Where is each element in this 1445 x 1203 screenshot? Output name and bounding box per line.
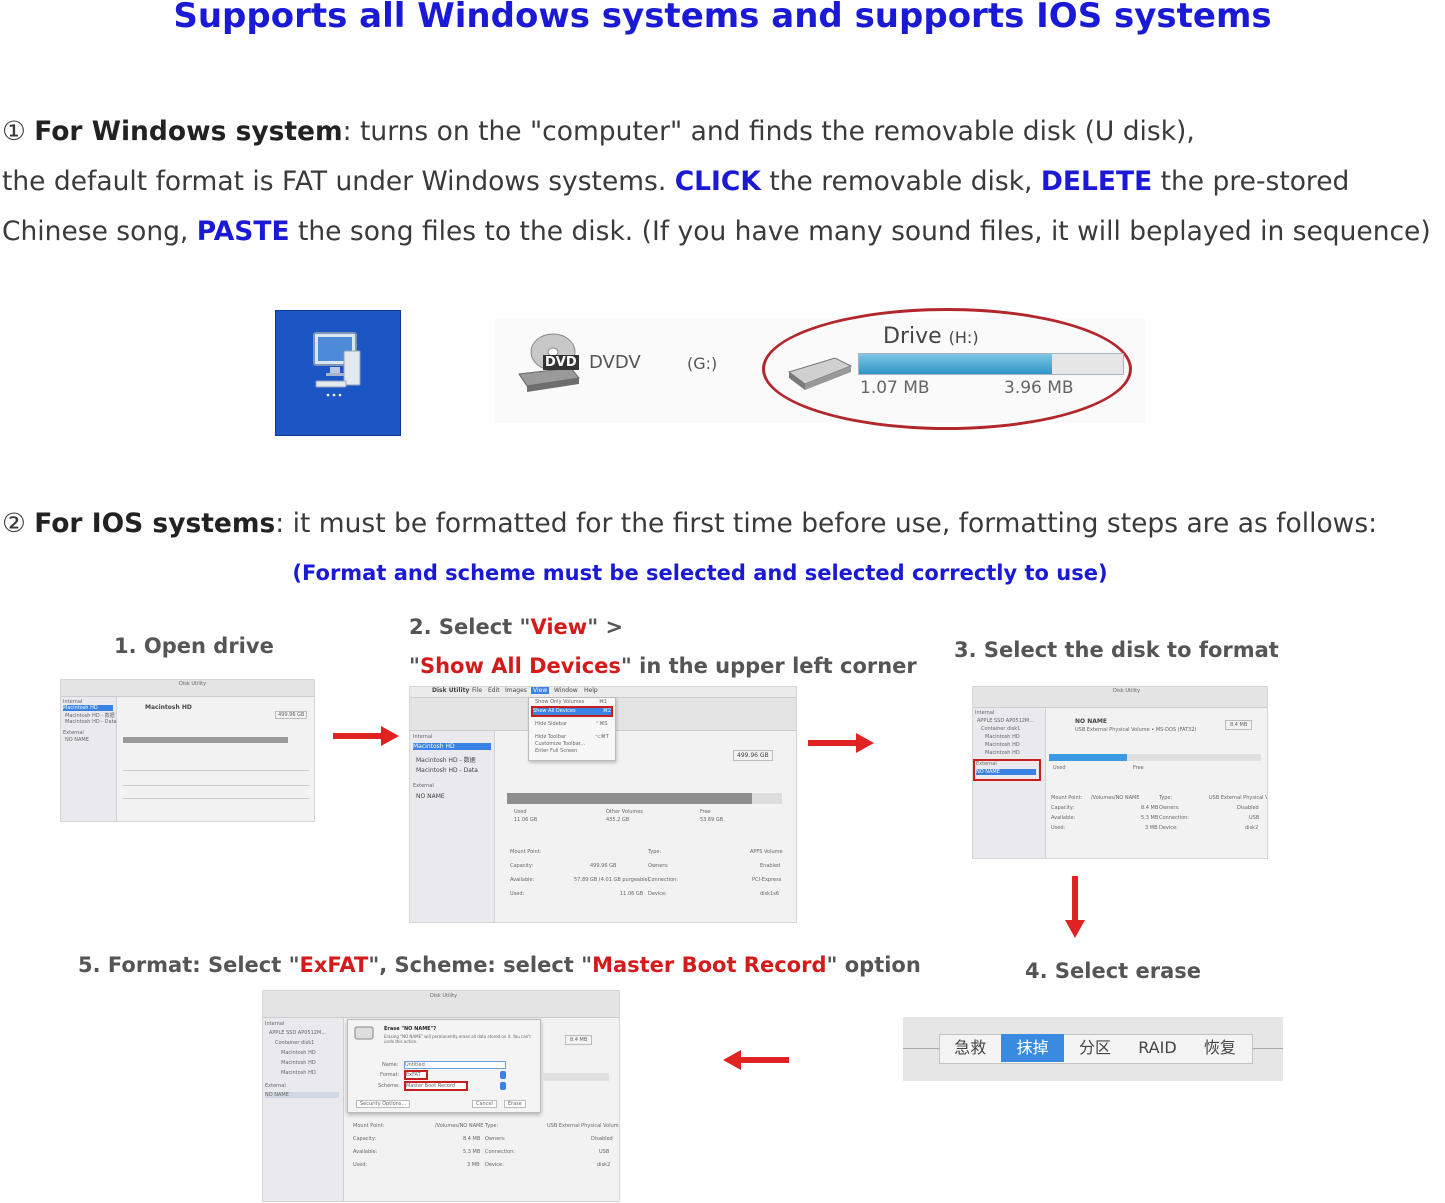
sidebar-item-no-name[interactable]: NO NAME bbox=[976, 769, 1036, 775]
step-2-label-line2: "Show All Devices" in the upper left cor… bbox=[409, 654, 917, 678]
dvd-badge: DVD bbox=[543, 355, 579, 370]
scheme-select[interactable]: Master Boot Record bbox=[404, 1081, 468, 1091]
window-toolbar: Disk Utility bbox=[61, 680, 314, 697]
step-2-label-line1: 2. Select "View" > bbox=[409, 615, 624, 639]
usb-drive-highlight bbox=[762, 308, 1132, 430]
usb-usage-fill bbox=[859, 354, 1052, 374]
arrow-down-icon bbox=[1065, 876, 1085, 938]
step-1-label: 1. Open drive bbox=[114, 634, 274, 658]
erase-dialog: Erase "NO NAME"? Erasing "NO NAME" will … bbox=[347, 1019, 541, 1113]
arrow-left-icon bbox=[723, 1050, 789, 1070]
external-disk-highlight bbox=[973, 759, 1041, 781]
mbr-keyword: Master Boot Record bbox=[592, 953, 827, 977]
sidebar: Internal APPLE SSD AP0512M... Container … bbox=[973, 708, 1046, 858]
sidebar: Internal Macintosh HD Macintosh HD - 数据 … bbox=[61, 697, 117, 821]
first-aid-button[interactable]: 急救 bbox=[954, 1038, 987, 1057]
windows-line-3: Chinese song, PASTE the song files to th… bbox=[2, 216, 1431, 247]
usb-drive-name[interactable]: Drive (H:) bbox=[883, 324, 979, 349]
scheme-select-arrow-icon[interactable] bbox=[500, 1082, 506, 1090]
computer-desktop-image bbox=[275, 310, 401, 436]
ios-heading: For IOS systems bbox=[34, 508, 276, 539]
menu-item-hide-sidebar[interactable]: Hide Sidebar bbox=[535, 721, 568, 727]
ios-note: (Format and scheme must be selected and … bbox=[292, 561, 1108, 585]
sidebar: Internal Macintosh HD Macintosh HD - 数据 … bbox=[410, 731, 495, 922]
exfat-keyword: ExFAT bbox=[299, 953, 369, 977]
menu-item-show-only-volumes[interactable]: Show Only Volumes bbox=[535, 699, 585, 705]
format-select-arrow-icon[interactable] bbox=[500, 1071, 506, 1079]
menu-view[interactable]: View bbox=[531, 687, 550, 694]
sidebar: Internal APPLE SSD AP0512M... Container … bbox=[263, 1018, 344, 1201]
ios-line: ② For IOS systems: it must be formatted … bbox=[2, 508, 1378, 539]
partition-button[interactable]: 分区 bbox=[1079, 1038, 1112, 1057]
step-4-label: 4. Select erase bbox=[1025, 959, 1202, 983]
sidebar-item-no-name[interactable]: NO NAME bbox=[265, 1092, 339, 1098]
drive-icon bbox=[354, 1026, 374, 1040]
sidebar-item-macintosh-hd[interactable]: Macintosh HD bbox=[63, 705, 113, 711]
circled-one-icon: ① bbox=[2, 116, 26, 147]
step-2-screenshot: Disk Utility File Edit Images View Windo… bbox=[409, 686, 797, 923]
windows-heading: For Windows system bbox=[34, 116, 343, 147]
usb-drive-icon[interactable] bbox=[785, 352, 855, 392]
delete-keyword: DELETE bbox=[1040, 166, 1153, 197]
restore-button[interactable]: 恢复 bbox=[1203, 1038, 1236, 1057]
menu-item-full-screen[interactable]: Enter Full Screen bbox=[535, 748, 578, 754]
sidebar-item-no-name[interactable]: NO NAME bbox=[416, 793, 445, 800]
erase-button[interactable]: 抹掉 bbox=[1001, 1034, 1064, 1062]
format-select[interactable]: ExFAT bbox=[404, 1070, 428, 1080]
arrow-right-icon bbox=[808, 733, 874, 753]
step-5-screenshot: Disk Utility Internal APPLE SSD AP0512M.… bbox=[262, 990, 620, 1202]
show-all-devices-keyword: Show All Devices bbox=[419, 654, 621, 678]
dvd-drive-name: DVDV bbox=[589, 352, 641, 373]
step-3-label: 3. Select the disk to format bbox=[954, 638, 1279, 662]
step-5-label: 5. Format: Select "ExFAT", Scheme: selec… bbox=[78, 953, 921, 977]
sidebar-item-macintosh-hd[interactable]: Macintosh HD bbox=[413, 743, 491, 750]
step-3-screenshot: Disk Utility Internal APPLE SSD AP0512M.… bbox=[972, 686, 1268, 859]
name-field[interactable]: Untitled bbox=[404, 1061, 506, 1069]
step-1-screenshot: Disk Utility Internal Macintosh HD Macin… bbox=[60, 679, 315, 822]
menu-item-show-all-devices[interactable]: Show All Devices⌘2 bbox=[531, 706, 613, 717]
arrow-right-icon bbox=[333, 726, 399, 746]
window-toolbar: Disk Utility bbox=[263, 991, 619, 1018]
usb-usage-bar bbox=[858, 353, 1124, 375]
computer-icon[interactable] bbox=[276, 311, 400, 435]
view-keyword: View bbox=[530, 615, 588, 639]
dvd-drive-letter: (G:) bbox=[687, 354, 718, 373]
windows-line-2: the default format is FAT under Windows … bbox=[2, 166, 1350, 197]
dvd-drive-icon[interactable] bbox=[513, 332, 583, 398]
click-keyword: CLICK bbox=[674, 166, 761, 197]
erase-confirm-button[interactable]: Erase bbox=[504, 1100, 526, 1108]
usb-total-space: 3.96 MB bbox=[1004, 378, 1074, 398]
window-toolbar: Disk Utility bbox=[973, 687, 1267, 708]
paste-keyword: PASTE bbox=[196, 216, 290, 247]
raid-button[interactable]: RAID bbox=[1138, 1038, 1177, 1057]
sidebar-item-no-name[interactable]: NO NAME bbox=[65, 737, 89, 743]
erase-toolbar: 急救 抹掉 分区 RAID 恢复 bbox=[903, 1017, 1283, 1081]
view-menu-dropdown: Show Only Volumes ⌘1 Show All Devices⌘2 … bbox=[528, 697, 616, 761]
security-options-button[interactable]: Security Options... bbox=[356, 1100, 411, 1108]
page-title: Supports all Windows systems and support… bbox=[173, 0, 1272, 36]
cancel-button[interactable]: Cancel bbox=[472, 1100, 497, 1108]
windows-line-1: ① For Windows system: turns on the "comp… bbox=[2, 116, 1195, 147]
menu-item-customize[interactable]: Customize Toolbar... bbox=[535, 741, 586, 747]
circled-two-icon: ② bbox=[2, 508, 26, 539]
menu-item-hide-toolbar[interactable]: Hide Toolbar bbox=[535, 734, 566, 740]
usb-free-space: 1.07 MB bbox=[860, 378, 930, 398]
